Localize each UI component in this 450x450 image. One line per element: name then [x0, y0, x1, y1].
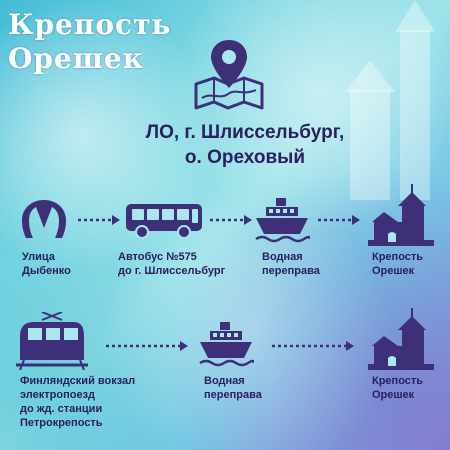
fortress-label-route1: Крепость Орешек	[372, 251, 424, 277]
arrow-ferry-to-fortress-route2	[272, 340, 354, 352]
fortress-icon	[368, 308, 434, 372]
ferry-label-route1: Водная переправа	[262, 251, 320, 277]
address-line-1: ЛО, г. Шлиссельбург,	[145, 122, 345, 143]
background-fortress-silhouette	[345, 0, 435, 200]
address-block: ЛО, г. Шлиссельбург, о. Ореховый	[95, 120, 395, 170]
page-title: Крепость Орешек	[8, 8, 172, 76]
train-icon	[16, 312, 88, 370]
fortress-label-route2: Крепость Орешек	[372, 375, 424, 401]
bus-label: Автобус №575 до г. Шлиссельбург	[118, 251, 226, 277]
arrow-metro-to-bus	[78, 214, 120, 226]
title-line-1: Крепость	[8, 8, 172, 41]
arrow-ferry-to-fortress	[318, 214, 360, 226]
ship-icon	[254, 198, 310, 244]
metro-icon	[22, 200, 66, 240]
arrow-bus-to-ferry	[210, 214, 252, 226]
bus-icon	[126, 204, 202, 238]
fortress-icon	[368, 184, 434, 248]
arrow-train-to-ferry	[106, 340, 188, 352]
train-label: Финляндский вокзал электропоезд до жд. с…	[20, 375, 136, 429]
metro-label: Улица Дыбенко	[22, 251, 71, 277]
ship-icon	[198, 322, 254, 368]
map-pin-icon	[192, 38, 266, 110]
address-line-2: о. Ореховый	[184, 147, 306, 168]
ferry-label-route2: Водная переправа	[204, 375, 262, 401]
title-line-2: Орешек	[8, 42, 144, 75]
